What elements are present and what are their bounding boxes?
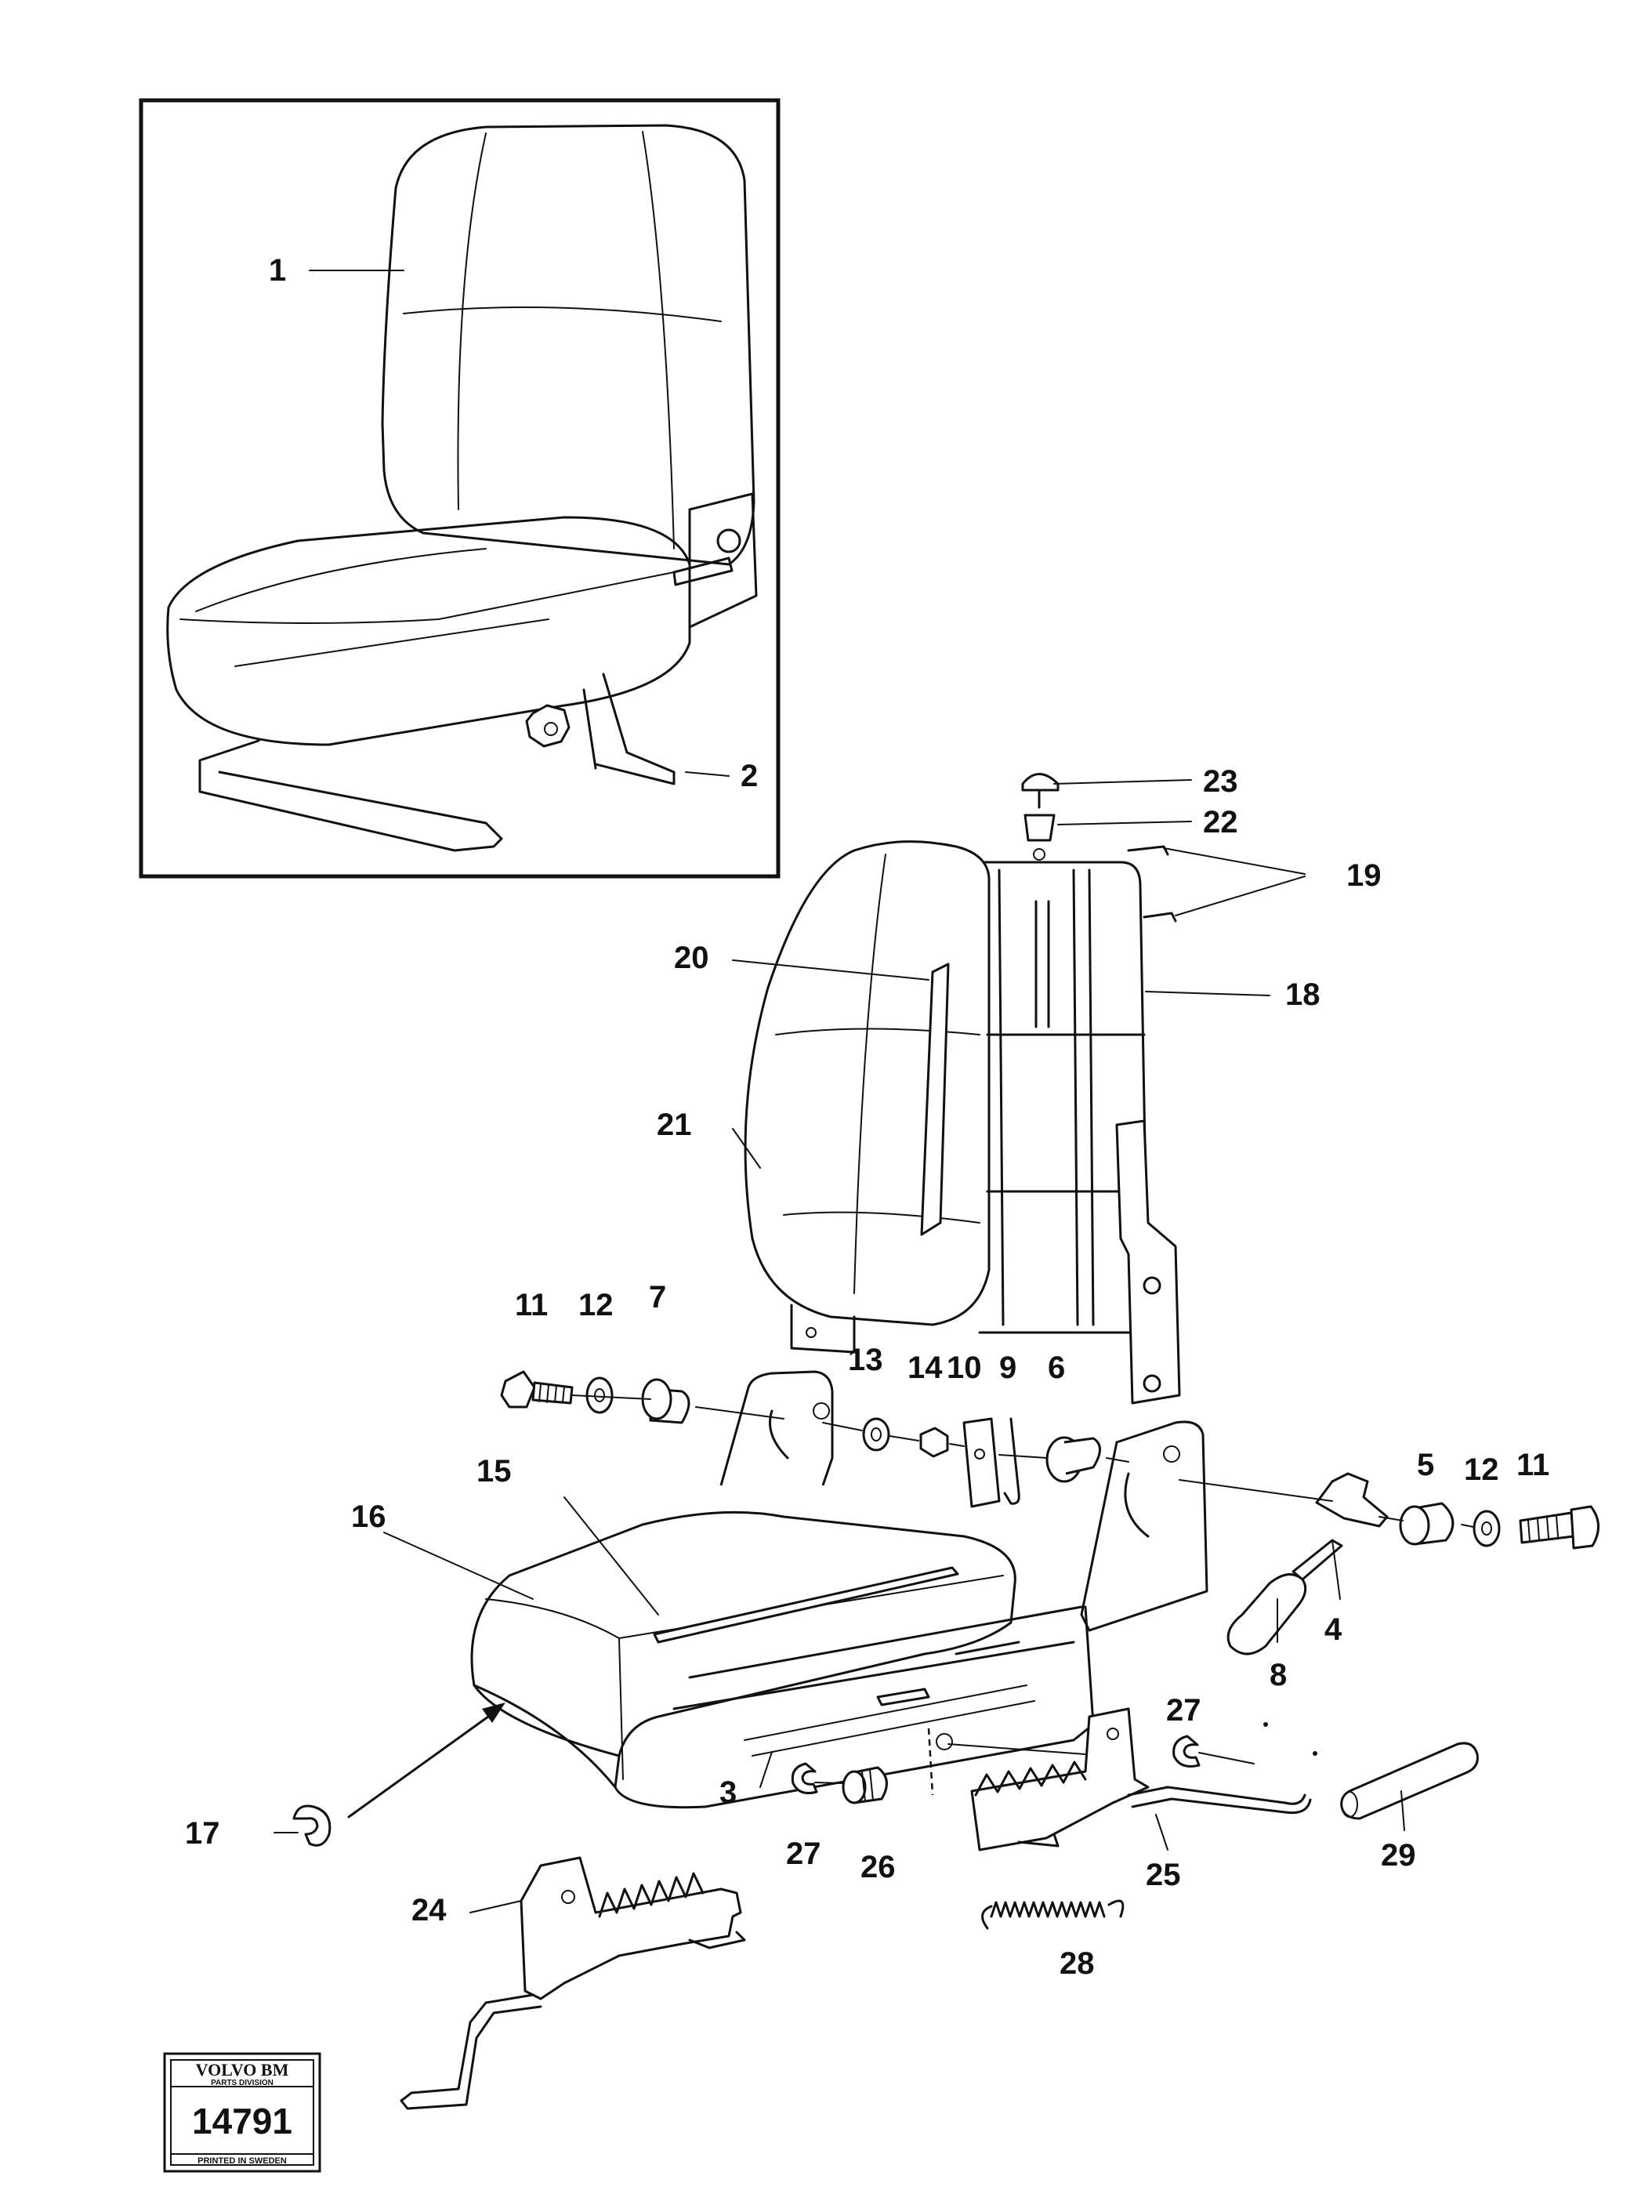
stamp-number: 14791 xyxy=(192,2101,292,2141)
callout-2: 2 xyxy=(741,759,758,793)
callout-12-right: 12 xyxy=(1464,1452,1499,1487)
callout-23: 23 xyxy=(1203,764,1238,799)
callout-26: 26 xyxy=(860,1850,896,1884)
callout-14: 14 xyxy=(908,1351,943,1385)
leader-lines xyxy=(274,270,1405,1913)
right-hardware xyxy=(1179,1472,1599,1655)
callout-16: 16 xyxy=(351,1499,386,1534)
callout-21: 21 xyxy=(657,1108,692,1142)
left-hardware xyxy=(500,1370,1129,1508)
callout-27-left: 27 xyxy=(786,1837,821,1871)
callout-15: 15 xyxy=(476,1454,512,1489)
callout-20: 20 xyxy=(674,941,709,975)
callout-18: 18 xyxy=(1285,977,1321,1012)
callout-11-right: 11 xyxy=(1516,1448,1549,1482)
callout-25: 25 xyxy=(1146,1858,1181,1892)
seat-pan-assembly xyxy=(470,1370,1208,1809)
callout-19: 19 xyxy=(1346,858,1382,893)
callout-1: 1 xyxy=(269,253,286,288)
callout-8: 8 xyxy=(1270,1658,1287,1692)
stamp-division: PARTS DIVISION xyxy=(211,2079,274,2087)
callout-22: 22 xyxy=(1203,805,1238,839)
stamp-brand: VOLVO BM xyxy=(196,2060,289,2080)
backrest-assembly xyxy=(744,773,1181,1405)
callout-29: 29 xyxy=(1381,1838,1416,1873)
slide-mechanism xyxy=(292,1703,1479,2110)
callout-12-left: 12 xyxy=(578,1288,614,1322)
callout-3: 3 xyxy=(719,1775,737,1810)
callout-6: 6 xyxy=(1048,1351,1065,1385)
assembled-seat-inset xyxy=(139,98,781,879)
callout-5: 5 xyxy=(1417,1448,1434,1482)
callout-10: 10 xyxy=(947,1351,982,1385)
stamp-footer: PRINTED IN SWEDEN xyxy=(197,2156,287,2166)
inset-frame xyxy=(139,98,781,879)
callout-7: 7 xyxy=(649,1280,666,1315)
callout-4: 4 xyxy=(1324,1612,1342,1647)
callout-24: 24 xyxy=(411,1893,447,1927)
callout-13: 13 xyxy=(848,1343,883,1377)
callout-27-right: 27 xyxy=(1166,1693,1201,1728)
callout-9: 9 xyxy=(999,1351,1016,1385)
callout-labels: 1 2 3 4 5 6 7 8 9 10 11 11 12 12 13 14 1… xyxy=(185,253,1549,1981)
callout-28: 28 xyxy=(1060,1946,1095,1981)
callout-17: 17 xyxy=(185,1816,220,1851)
callout-11-left: 11 xyxy=(515,1288,548,1322)
volvo-bm-stamp: VOLVO BM PARTS DIVISION 14791 PRINTED IN… xyxy=(163,2052,321,2173)
